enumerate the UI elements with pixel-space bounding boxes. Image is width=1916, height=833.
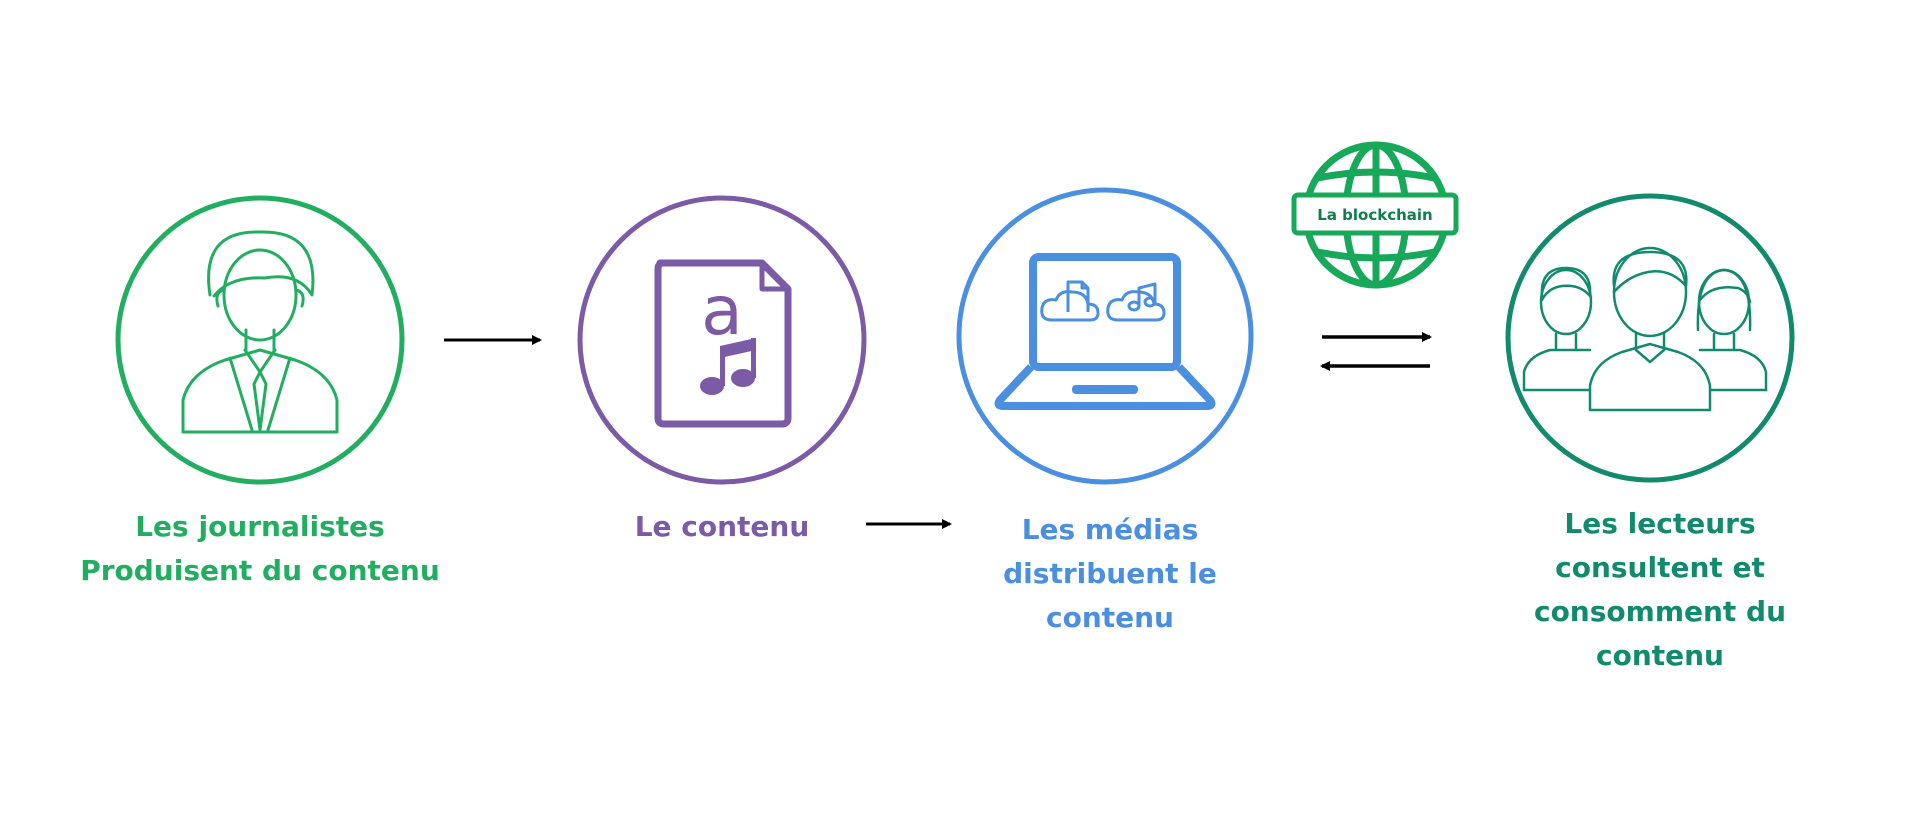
node-readers <box>1505 193 1795 483</box>
node-content: a <box>577 195 867 485</box>
readers-label: Les lecteurs consultent et consomment du… <box>1533 507 1787 672</box>
content-label: Le contenu <box>634 510 810 543</box>
cloud-document-icon <box>1040 280 1100 322</box>
journalist-icon <box>181 230 339 434</box>
blockchain-globe: La blockchain <box>1291 141 1459 289</box>
readers-group-icon <box>1522 246 1768 412</box>
music-note-icon <box>700 338 756 395</box>
blockchain-label: La blockchain <box>1317 206 1432 224</box>
content-letter: a <box>701 272 743 351</box>
content-document-icon: a <box>654 259 792 428</box>
media-label: Les médias distribuent le contenu <box>1003 513 1217 634</box>
journalists-label: Les journalistes Produisent du contenu <box>80 510 440 587</box>
cloud-music-icon <box>1106 282 1166 322</box>
blockchain-badge <box>1291 192 1459 236</box>
laptop-icon <box>994 253 1216 410</box>
node-media <box>956 187 1254 485</box>
node-journalists <box>115 195 405 485</box>
